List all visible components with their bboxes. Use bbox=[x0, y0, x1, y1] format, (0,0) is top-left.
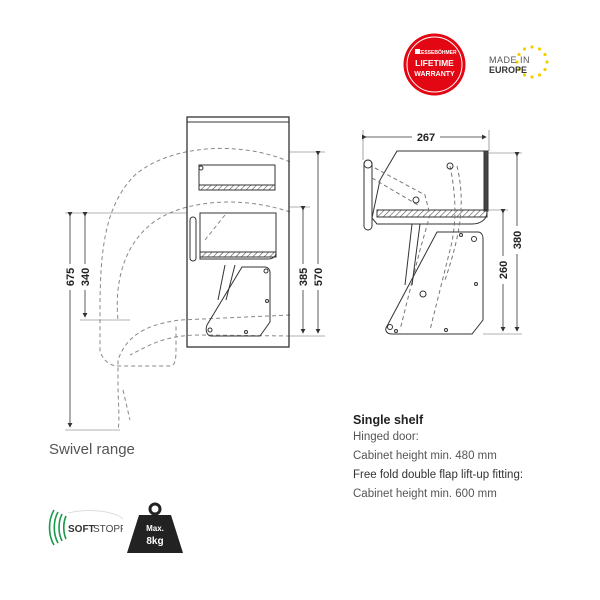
softstopp-logo: SOFT STOPP bbox=[48, 505, 127, 550]
spec-line: Cabinet height min. 600 mm bbox=[353, 488, 497, 500]
eu-star-icon bbox=[530, 45, 534, 49]
made-in-europe-badge: MADE IN EUROPE bbox=[486, 42, 552, 82]
dim-380: 380 bbox=[512, 231, 524, 249]
spec-line: Hinged door: bbox=[353, 431, 419, 443]
side-view-folded bbox=[362, 130, 522, 335]
spec-title: Single shelf bbox=[353, 413, 424, 427]
spec-line: Cabinet height min. 480 mm bbox=[353, 450, 497, 462]
max-weight-icon: Max. 8kg bbox=[126, 502, 184, 554]
dim-260: 260 bbox=[498, 261, 510, 279]
eu-star-icon bbox=[543, 52, 547, 57]
weight-value: 8kg bbox=[146, 536, 163, 547]
warranty-line1: LIFETIME bbox=[415, 58, 454, 68]
eu-star-icon bbox=[517, 67, 521, 72]
eu-star-icon bbox=[522, 47, 527, 51]
dim-340: 340 bbox=[80, 268, 92, 286]
dim-570: 570 bbox=[313, 268, 325, 286]
eu-star-icon bbox=[537, 73, 542, 77]
origin-line2: EUROPE bbox=[489, 65, 527, 75]
soft-text: SOFT bbox=[68, 524, 95, 535]
dim-267: 267 bbox=[417, 132, 435, 144]
eu-star-icon bbox=[543, 67, 547, 72]
stopp-text: STOPP bbox=[93, 524, 123, 535]
warranty-line2: WARRANTY bbox=[414, 71, 455, 78]
eu-star-icon bbox=[517, 52, 521, 57]
brand-text: KESSEBÖHMER bbox=[417, 49, 457, 56]
dim-385: 385 bbox=[298, 268, 310, 286]
eu-star-icon bbox=[515, 60, 519, 64]
weight-label: Max. bbox=[146, 524, 164, 533]
eu-star-icon bbox=[545, 60, 549, 64]
technical-drawing: 675 340 385 570 267 260 bbox=[64, 116, 524, 431]
eu-star-icon bbox=[522, 73, 527, 77]
eu-star-icon bbox=[537, 47, 542, 51]
swivel-range-caption: Swivel range bbox=[49, 441, 135, 458]
eu-star-icon bbox=[530, 75, 534, 79]
origin-line1: MADE IN bbox=[489, 55, 530, 65]
dim-675: 675 bbox=[65, 268, 77, 286]
side-view-swivel bbox=[65, 116, 325, 431]
spec-line: Free fold double flap lift-up fitting: bbox=[353, 469, 524, 481]
lifetime-warranty-badge: KESSEBÖHMER LIFETIME WARRANTY bbox=[403, 33, 466, 96]
